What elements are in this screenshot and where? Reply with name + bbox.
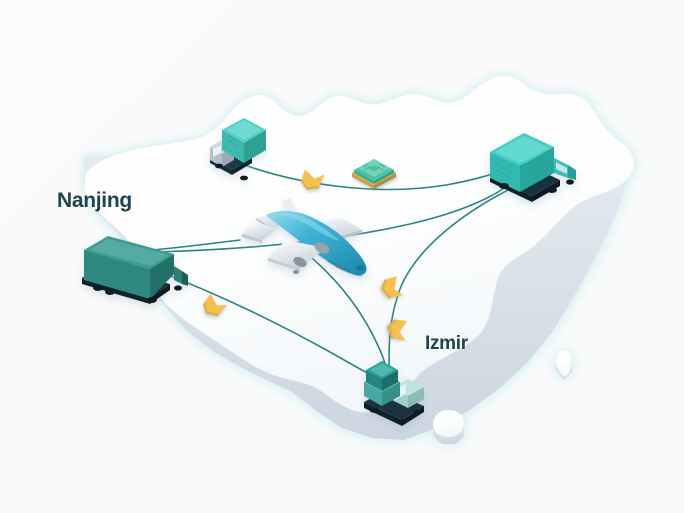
banknote-stack-icon (352, 159, 396, 189)
direction-arrow-icon (380, 276, 404, 299)
map-taiwan-shape (555, 349, 573, 380)
direction-arrow-icon (202, 293, 228, 317)
route-line (151, 181, 513, 253)
direction-arrow-icon (300, 169, 325, 190)
route-line (151, 239, 241, 251)
cargo-airplane-icon (242, 198, 367, 277)
box-truck-icon (490, 133, 576, 202)
route-line (388, 189, 509, 381)
semi-trailer-truck-icon (82, 236, 188, 304)
map-island-shape (432, 409, 465, 444)
route-direction-arrows (202, 169, 408, 341)
cargo-truck-icon (364, 361, 424, 426)
delivery-truck-icon (210, 118, 266, 181)
direction-arrow-icon (387, 319, 408, 341)
